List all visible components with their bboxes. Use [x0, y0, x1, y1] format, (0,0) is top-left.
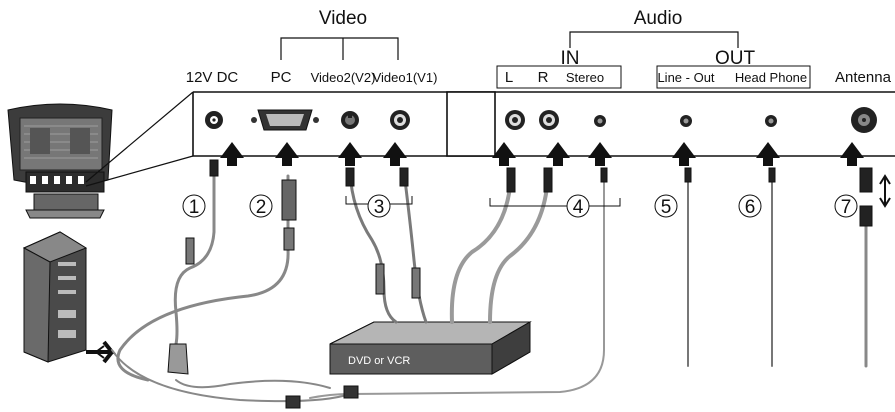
arrow-video2	[338, 142, 362, 166]
arrow-lineout	[672, 142, 696, 166]
audio-out-label: OUT	[715, 48, 756, 69]
power-adapter	[167, 343, 189, 375]
port-label-l: L	[505, 69, 513, 86]
callout-7: 7	[834, 194, 858, 218]
panel-blank-block	[446, 91, 496, 157]
bracket-callout-4	[489, 198, 621, 207]
dvd-vcr-label: DVD or VCR	[348, 355, 410, 367]
cable-vga-plug	[281, 179, 297, 221]
cable-audio-l	[449, 174, 513, 324]
cable-power-choke	[185, 237, 195, 265]
audio-group-label: Audio	[634, 8, 683, 29]
cable-power	[173, 168, 216, 346]
computer-tower-illustration	[22, 231, 88, 363]
pc-connection-arrow	[86, 340, 117, 364]
audio-in-labels-box	[496, 65, 622, 89]
callout-2-number: 2	[256, 197, 267, 218]
arrow-audio-r	[546, 142, 570, 166]
cable-video1	[402, 170, 428, 324]
callout-2: 2	[249, 194, 273, 218]
port-antenna	[851, 107, 877, 133]
port-pc-vga	[251, 109, 319, 131]
arrow-pc	[275, 142, 299, 166]
callout-4: 4	[566, 194, 590, 218]
port-label-video1: Video1(V1)	[373, 70, 438, 85]
cable-pc-bundle	[111, 349, 351, 403]
port-label-r: R	[538, 69, 549, 86]
zoom-lines	[85, 91, 194, 187]
port-audio-l	[505, 110, 525, 130]
antenna-connect-arrow	[879, 174, 891, 208]
cable-power-mains	[175, 379, 331, 389]
arrow-headphone	[756, 142, 780, 166]
monitor-rear-illustration	[7, 103, 113, 219]
port-video2-svideo	[341, 111, 359, 129]
port-label-stereo: Stereo	[566, 70, 604, 85]
arrow-stereo	[588, 142, 612, 166]
callout-1: 1	[182, 194, 206, 218]
cable-stereo	[309, 175, 605, 399]
cables	[111, 168, 868, 409]
port-lineout-jack	[680, 115, 692, 127]
callout-3: 3	[367, 194, 391, 218]
port-label-12vdc: 12V DC	[186, 69, 239, 86]
port-video1-rca	[390, 110, 410, 130]
cable-plugs	[209, 159, 873, 227]
callout-5-number: 5	[661, 197, 672, 218]
port-label-headphone: Head Phone	[735, 70, 807, 85]
callout-7-number: 7	[841, 197, 852, 218]
cable-vga	[116, 174, 290, 382]
port-label-lineout: Line - Out	[657, 70, 714, 85]
port-headphone-jack	[765, 115, 777, 127]
dvd-vcr-device	[329, 321, 532, 375]
audio-bracket	[569, 31, 739, 48]
port-12vdc	[205, 111, 223, 129]
audio-in-label: IN	[561, 48, 580, 69]
port-stereo-jack	[594, 115, 606, 127]
arrow-antenna	[840, 142, 864, 166]
callout-6: 6	[738, 194, 762, 218]
video-bracket	[280, 37, 399, 60]
audio-out-labels-box	[656, 65, 811, 89]
callout-1-number: 1	[189, 197, 200, 218]
port-label-pc: PC	[271, 69, 292, 86]
arrow-12vdc	[220, 142, 244, 166]
cable-plug-bottom-b	[343, 385, 359, 399]
cable-video2	[348, 170, 398, 324]
cable-audio-r	[488, 174, 550, 324]
arrow-audio-l	[492, 142, 516, 166]
port-label-video2: Video2(V2)	[311, 70, 376, 85]
port-audio-r	[539, 110, 559, 130]
port-label-antenna: Antenna	[835, 69, 892, 86]
arrow-video1	[383, 142, 407, 166]
callout-6-number: 6	[745, 197, 756, 218]
callout-3-number: 3	[374, 197, 385, 218]
callout-4-number: 4	[573, 197, 584, 218]
insert-arrows	[220, 142, 864, 166]
video-group-label: Video	[319, 8, 367, 29]
callout-5: 5	[654, 194, 678, 218]
cable-plug-bottom-a	[285, 395, 301, 409]
